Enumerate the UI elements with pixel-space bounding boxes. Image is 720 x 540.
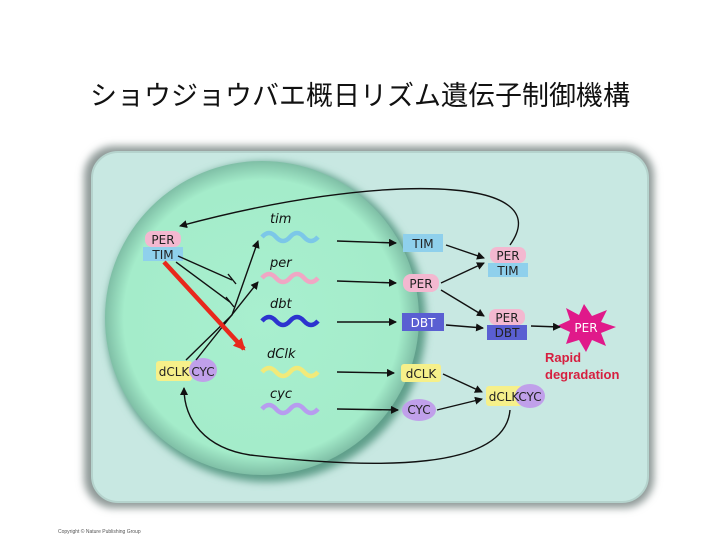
rapid-label: Rapid bbox=[545, 350, 581, 365]
tim-protein-label: TIM bbox=[411, 237, 433, 251]
tim-mrna-wave bbox=[260, 230, 320, 244]
cyc-protein: CYC bbox=[402, 399, 436, 421]
per-protein: PER bbox=[403, 274, 439, 292]
nuclear-cyc-label: CYC bbox=[191, 365, 214, 379]
highlight-arrow bbox=[162, 260, 246, 351]
cytoplasmic-per-tim-complex: PER TIM bbox=[488, 247, 528, 278]
cyc-protein-label: CYC bbox=[407, 403, 430, 417]
dclk-gene-label: dClk bbox=[267, 347, 296, 362]
nuclear-clk-cyc-complex: dCLK CYC bbox=[156, 358, 217, 382]
dclk-mrna-wave bbox=[260, 365, 320, 379]
per-dbt-complex: PER DBT bbox=[487, 309, 527, 340]
cyc-mrna-wave bbox=[260, 402, 320, 416]
dclk-protein-label: dCLK bbox=[406, 367, 438, 381]
dbt-to-complex-arrow bbox=[445, 323, 484, 332]
cyc-to-complex-arrow bbox=[436, 396, 483, 411]
pertim-tim-label: TIM bbox=[496, 264, 518, 278]
pertim-repression-line-2 bbox=[175, 261, 231, 303]
degradation-label: degradation bbox=[545, 367, 619, 382]
tim-protein: TIM bbox=[403, 234, 443, 252]
dbt-mrna-wave bbox=[260, 314, 320, 328]
nuclear-per-tim-complex: PER TIM bbox=[143, 231, 183, 262]
tim-gene-label: tim bbox=[270, 212, 291, 227]
clkcyc-dclk-label: dCLK bbox=[489, 390, 521, 404]
degraded-per: PER bbox=[557, 304, 616, 352]
dclk-to-complex-arrow bbox=[442, 373, 483, 393]
arrows bbox=[175, 187, 561, 465]
dclk-translation-arrow bbox=[336, 368, 395, 377]
clkcyc-nuclear-entry-arrow bbox=[180, 387, 511, 465]
dbt-gene-label: dbt bbox=[270, 297, 293, 312]
nuclear-dclk-label: dCLK bbox=[159, 365, 191, 379]
cyc-gene-label: cyc bbox=[270, 387, 292, 402]
per-to-complex-arrow bbox=[440, 262, 485, 284]
cyc-translation-arrow bbox=[336, 405, 399, 414]
clkcyc-cyc-label: CYC bbox=[518, 390, 541, 404]
tim-to-complex-arrow bbox=[445, 244, 485, 260]
pertim-nuclear-entry-arrow bbox=[179, 187, 519, 246]
perdbt-per-label: PER bbox=[495, 311, 518, 325]
clk-activates-per-arrow bbox=[195, 281, 259, 361]
dclk-protein: dCLK bbox=[401, 364, 441, 382]
perdbt-dbt-label: DBT bbox=[495, 326, 520, 340]
per-translation-arrow bbox=[336, 278, 397, 287]
tim-translation-arrow bbox=[336, 238, 397, 247]
cytoplasmic-clk-cyc-complex: dCLK CYC bbox=[486, 384, 545, 408]
per-mrna-wave bbox=[260, 271, 320, 285]
degraded-per-label: PER bbox=[574, 321, 597, 335]
degradation-arrow bbox=[530, 322, 561, 331]
dbt-protein-label: DBT bbox=[411, 316, 436, 330]
per-to-dbt-arrow bbox=[440, 289, 485, 317]
nuclear-tim-label: TIM bbox=[151, 248, 173, 262]
pertim-per-label: PER bbox=[496, 249, 519, 263]
page-title: ショウジョウバエ概日リズム遺伝子制御機構 bbox=[90, 81, 630, 112]
nuclear-per-label: PER bbox=[151, 233, 174, 247]
pertim-repression-line-1 bbox=[177, 255, 233, 281]
copyright-text: Copyright © Nature Publishing Group bbox=[58, 529, 141, 535]
per-gene-label: per bbox=[269, 256, 293, 271]
dbt-protein: DBT bbox=[402, 313, 444, 331]
per-protein-label: PER bbox=[409, 277, 432, 291]
